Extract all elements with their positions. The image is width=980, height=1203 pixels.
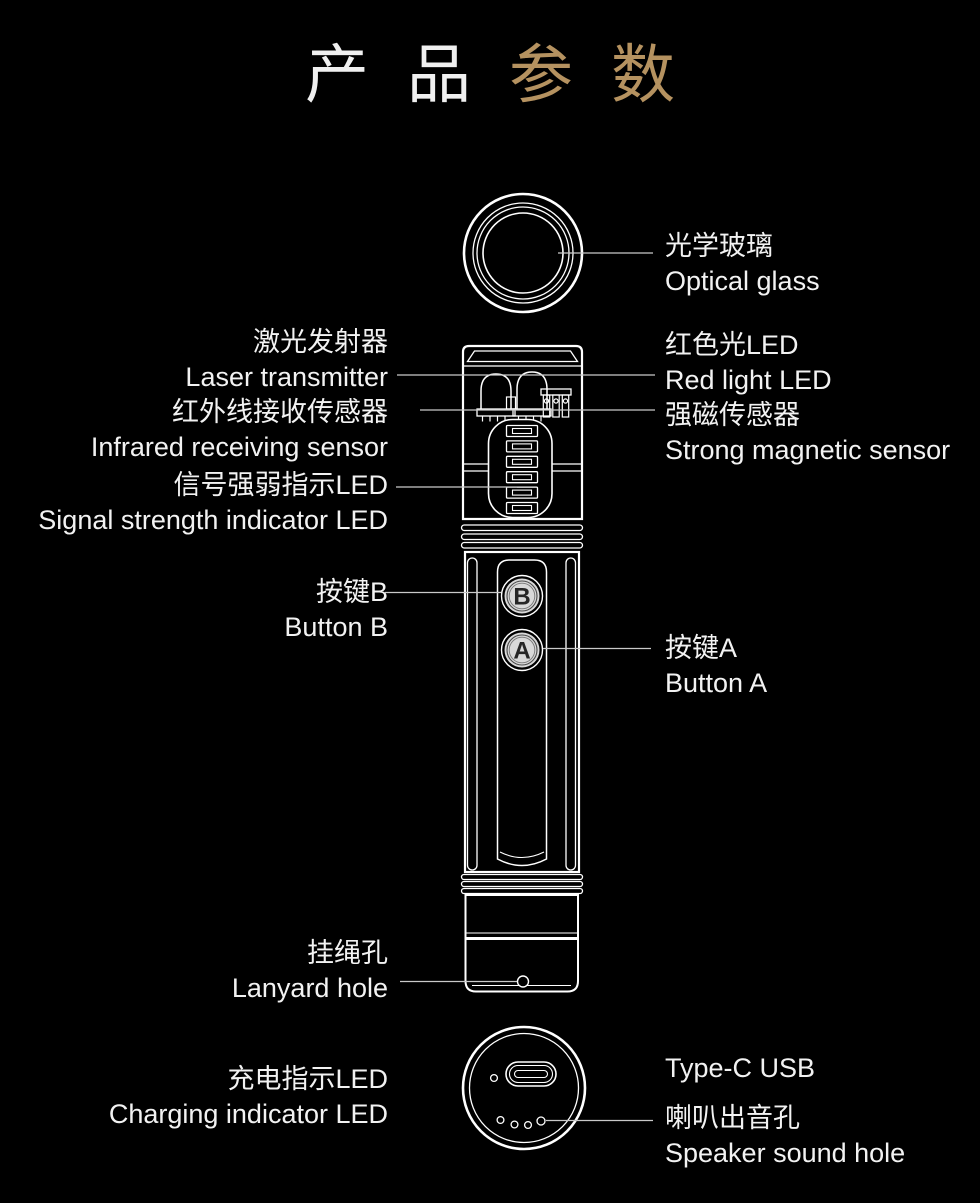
label-optical-glass-en: Optical glass [665, 266, 820, 296]
label-strong-magnetic-sensor-cn: 强磁传感器 [665, 400, 800, 430]
bottom-cap [464, 938, 579, 993]
callout-lanyard-hole: 挂绳孔 Lanyard hole [232, 936, 388, 1006]
signal-led-panel [487, 418, 553, 519]
label-button-a-en: Button A [665, 668, 768, 698]
page-title-white-part: 产品 [305, 39, 509, 111]
label-signal-strength-led-en: Signal strength indicator LED [38, 505, 388, 535]
page-title-gold-part: 参数 [509, 39, 713, 111]
label-infrared-receiving-sensor-cn: 红外线接收传感器 [172, 397, 388, 427]
signal-led-window [505, 486, 539, 499]
callout-button-a: 按键A Button A [665, 631, 767, 701]
tail-section [464, 894, 579, 939]
button-a[interactable]: A [500, 628, 544, 672]
callout-type-c-usb: Type-C USB [665, 1051, 815, 1086]
tail-rings [460, 873, 584, 895]
callout-speaker-sound-hole: 喇叭出音孔 Speaker sound hole [665, 1101, 905, 1171]
label-charging-indicator-led-cn: 充电指示LED [227, 1064, 388, 1094]
label-speaker-sound-hole-en: Speaker sound hole [665, 1138, 906, 1168]
neck-rings [460, 524, 584, 549]
label-lanyard-hole-cn: 挂绳孔 [307, 938, 388, 968]
signal-led-window [505, 440, 539, 453]
signal-led-window [505, 501, 539, 515]
tailcap-inner-ring [468, 1032, 580, 1144]
tube-groove-left [466, 557, 478, 871]
label-red-light-led-en: Red light LED [665, 365, 832, 395]
type-c-usb-port[interactable] [505, 1061, 557, 1087]
callout-laser-transmitter: 激光发射器 Laser transmitter [185, 325, 388, 395]
signal-led-window [505, 471, 539, 484]
label-charging-indicator-led-en: Charging indicator LED [108, 1099, 388, 1129]
lanyard-hole [516, 975, 530, 988]
laser-transmitter-dome [476, 373, 516, 422]
leader-lines [385, 252, 655, 1122]
lens-inner-ring [482, 212, 564, 294]
button-panel-bottom-arc [499, 851, 545, 859]
red-light-led-dome [505, 371, 552, 422]
tube-groove-right [565, 557, 577, 871]
magnetic-sensor-part [540, 388, 572, 418]
label-laser-transmitter-en: Laser transmitter [185, 362, 388, 392]
label-signal-strength-led-cn: 信号强弱指示LED [173, 470, 388, 500]
callout-strong-magnetic-sensor: 强磁传感器 Strong magnetic sensor [665, 398, 950, 468]
callout-button-b: 按键B Button B [284, 575, 388, 645]
signal-led-window [505, 424, 539, 438]
tailcap-outer-ring [461, 1025, 587, 1151]
button-panel [496, 559, 548, 867]
label-lanyard-hole-en: Lanyard hole [231, 973, 388, 1003]
callout-infrared-receiving-sensor: 红外线接收传感器 Infrared receiving sensor [91, 395, 388, 465]
label-button-a-cn: 按键A [665, 633, 738, 663]
dome-connector [505, 396, 517, 410]
button-b-letter: B [513, 584, 530, 611]
button-a-letter: A [513, 638, 530, 665]
lens-bezel-band [466, 350, 579, 363]
label-red-light-led-cn: 红色光LED [665, 330, 799, 360]
label-infrared-receiving-sensor-en: Infrared receiving sensor [90, 432, 388, 462]
head-outline [461, 344, 584, 521]
page-title: 产品参数 [0, 24, 980, 116]
speaker-sound-holes [496, 1115, 546, 1130]
tube-outline [463, 550, 581, 874]
charging-indicator-led-hole [489, 1073, 499, 1083]
label-optical-glass-cn: 光学玻璃 [665, 231, 773, 261]
label-speaker-sound-hole-cn: 喇叭出音孔 [665, 1103, 800, 1133]
callout-signal-strength-led: 信号强弱指示LED Signal strength indicator LED [38, 468, 388, 538]
signal-led-window [505, 455, 539, 468]
label-type-c-usb: Type-C USB [665, 1053, 816, 1083]
callout-charging-indicator-led: 充电指示LED Charging indicator LED [109, 1062, 388, 1132]
label-laser-transmitter-cn: 激光发射器 [253, 327, 388, 357]
label-strong-magnetic-sensor-en: Strong magnetic sensor [665, 435, 951, 465]
lens-ring-3 [476, 206, 570, 300]
bottom-view [461, 1025, 587, 1151]
button-b[interactable]: B [500, 574, 544, 618]
callout-red-light-led: 红色光LED Red light LED [665, 328, 832, 398]
label-button-b-en: Button B [284, 612, 388, 642]
side-view-body: B A [460, 344, 584, 993]
callout-optical-glass: 光学玻璃 Optical glass [665, 229, 820, 299]
label-button-b-cn: 按键B [315, 577, 388, 607]
